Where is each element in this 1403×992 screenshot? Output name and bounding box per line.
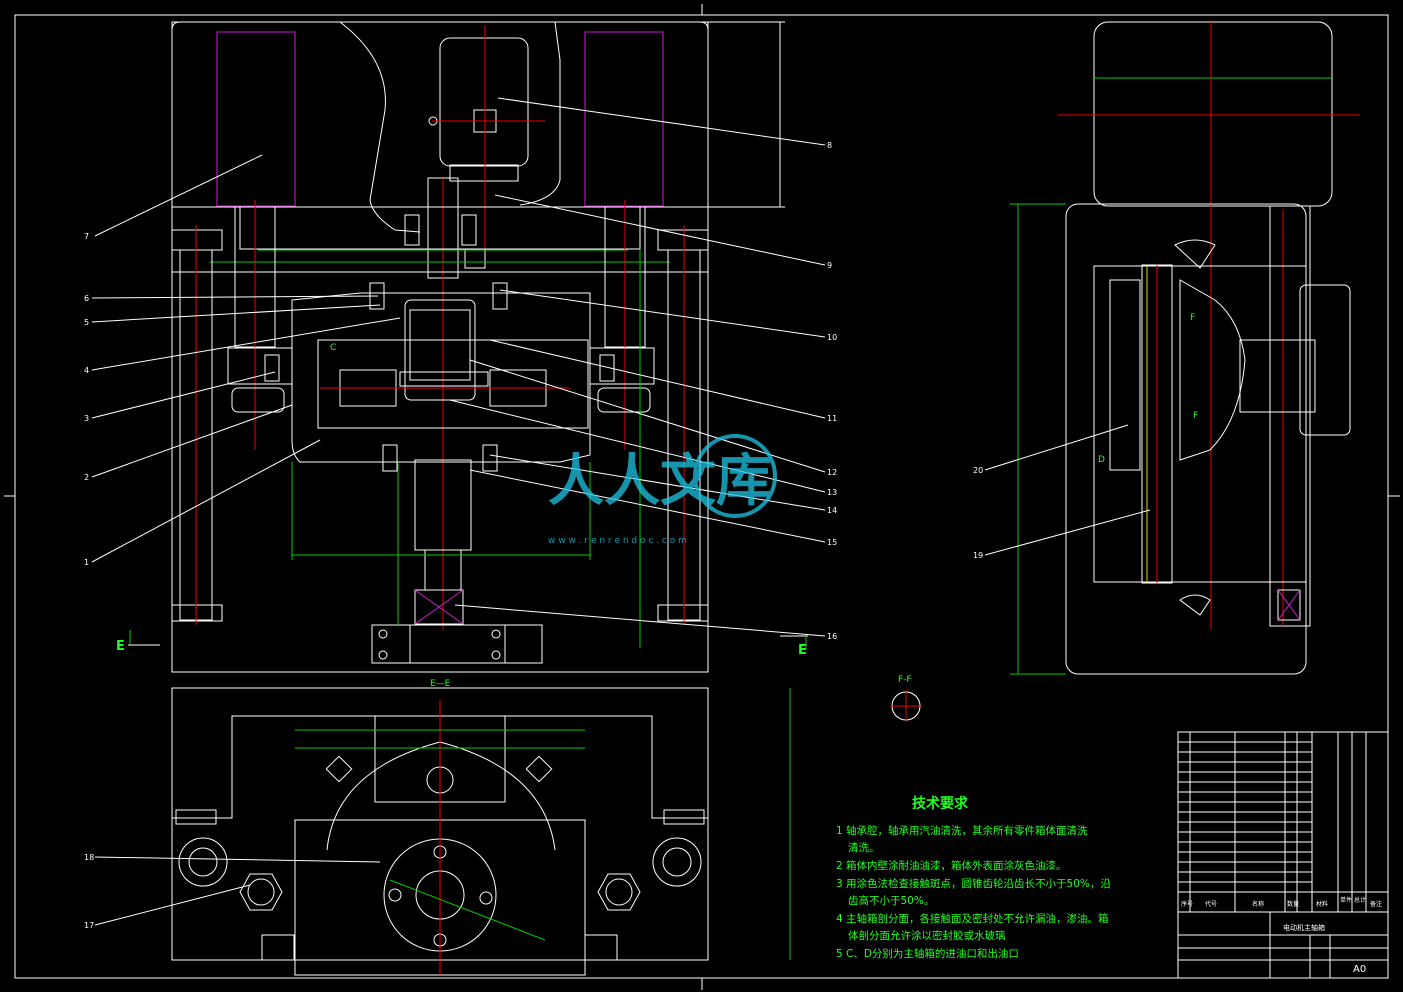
tech-req-line-6: 4 主轴箱剖分面，各接触面及密封处不允许漏油，渗油。箱 — [836, 912, 1109, 925]
part-number-10: 10 — [827, 333, 837, 342]
tech-req-line-8: 5 C、D分别为主轴箱的进油口和出油口 — [836, 947, 1019, 960]
tb-header-code: 代号 — [1205, 900, 1217, 908]
tb-header-remark: 备注 — [1370, 900, 1382, 908]
part-number-7: 7 — [84, 232, 89, 241]
part-number-17: 17 — [84, 921, 94, 930]
section-label-e-right: E — [798, 643, 807, 658]
part-number-15: 15 — [827, 538, 837, 547]
tech-req-line-7: 体剖分面允许涂以密封胶或水玻璃 — [848, 929, 1006, 942]
tb-header-qty: 数量 — [1287, 900, 1299, 908]
part-number-20: 20 — [973, 466, 983, 475]
section-ee-view — [94, 687, 791, 976]
tech-req-line-3: 2 箱体内壁涂耐油油漆，箱体外表面涂灰色油漆。 — [836, 859, 1067, 872]
tb-header-material: 材料 — [1316, 900, 1328, 908]
part-number-19: 19 — [973, 551, 983, 560]
section-title-ee: E—E — [430, 679, 451, 689]
part-number-6: 6 — [84, 294, 89, 303]
part-number-11: 11 — [827, 414, 837, 423]
view-mark-f-a: F — [1193, 411, 1198, 421]
part-number-1: 1 — [84, 558, 89, 567]
part-number-16: 16 — [827, 632, 837, 641]
part-number-18: 18 — [84, 853, 94, 862]
drawing-frame — [4, 4, 1400, 990]
tech-req-line-5: 齿高不小于50%。 — [848, 894, 934, 907]
part-number-4: 4 — [84, 366, 89, 375]
part-number-2: 2 — [84, 473, 89, 482]
part-number-9: 9 — [827, 261, 832, 270]
section-arrows — [128, 630, 808, 650]
tech-req-title: 技术要求 — [912, 795, 969, 812]
tb-drawing-name: 电动机主轴箱 — [1283, 923, 1325, 932]
tb-header-name: 名称 — [1252, 900, 1264, 908]
part-number-5: 5 — [84, 318, 89, 327]
tb-header-no: 序号 — [1181, 900, 1193, 908]
section-ff-view — [890, 690, 922, 722]
tb-sheet-size: A0 — [1353, 964, 1366, 975]
tb-header-unit: 单件 — [1340, 896, 1352, 904]
title-block — [1177, 731, 1389, 979]
view-mark-d: D — [1098, 455, 1105, 465]
tech-req-line-4: 3 用涂色法检查接触斑点，圆锥齿轮沿齿长不小于50%，沿 — [836, 877, 1111, 890]
view-mark-c: C — [330, 343, 336, 353]
tech-req-line-2: 清洗。 — [848, 841, 880, 854]
section-label-e-left: E — [116, 639, 125, 654]
part-number-14: 14 — [827, 506, 837, 515]
part-number-13: 13 — [827, 488, 837, 497]
watermark-brand: 人人文库 — [548, 449, 772, 514]
side-view — [984, 21, 1360, 675]
watermark-url: w w w . r e n r e n d o c . c o m — [548, 536, 687, 546]
watermark: 人人文库 w w w . r e n r e n d o c . c o m — [548, 434, 777, 546]
section-title-ff: F-F — [898, 675, 912, 685]
view-mark-f-b: F — [1190, 313, 1195, 323]
part-number-12: 12 — [827, 468, 837, 477]
part-number-3: 3 — [84, 414, 89, 423]
tech-req-line-1: 1 轴承腔，轴承用汽油清洗，其余所有零件箱体面清洗 — [836, 824, 1088, 837]
front-view — [171, 21, 785, 673]
part-number-8: 8 — [827, 141, 832, 150]
tb-header-total: 总计 — [1354, 896, 1366, 904]
